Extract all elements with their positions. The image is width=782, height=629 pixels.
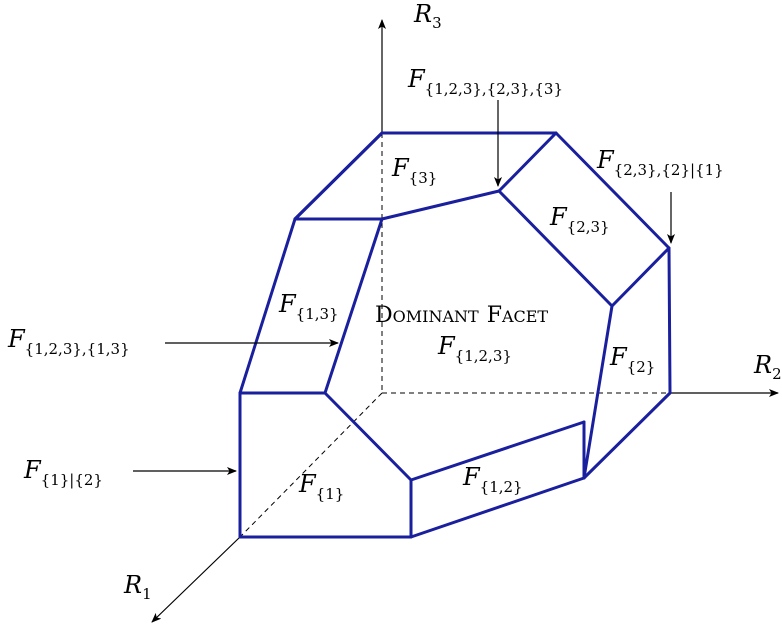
edge bbox=[497, 131, 558, 193]
facet-label-3: F{3} bbox=[391, 154, 437, 187]
callout-label-1-2: F{1}|{2} bbox=[23, 456, 103, 489]
facet-label-1-3: F{1,3} bbox=[278, 290, 339, 323]
facet-label-1-2: F{1,2} bbox=[462, 463, 523, 496]
r2-axis-label: R2 bbox=[753, 351, 782, 383]
callout-label-123-23-3: F{1,2,3},{2,3},{3} bbox=[407, 65, 563, 98]
callout-label-23-2-1: F{2,3},{2}|{1} bbox=[596, 146, 724, 179]
facet-label-2: F{2} bbox=[609, 343, 655, 376]
facet-label-1: F{1} bbox=[298, 470, 344, 503]
polytope-edges bbox=[238, 131, 672, 539]
edge bbox=[293, 131, 384, 221]
r1-axis bbox=[151, 536, 241, 623]
r1-axis-label: R1 bbox=[123, 571, 152, 603]
dominant-facet-label: F{1,2,3} bbox=[437, 332, 512, 365]
callout-label-123-13: F{1,2,3},{1,3} bbox=[7, 325, 130, 358]
edge bbox=[610, 246, 671, 308]
facet-label-2-3: F{2,3} bbox=[549, 203, 610, 236]
outer-boundary bbox=[238, 131, 672, 539]
r1-axis-hidden-segment bbox=[239, 392, 383, 538]
r3-axis-label: R3 bbox=[413, 0, 442, 32]
